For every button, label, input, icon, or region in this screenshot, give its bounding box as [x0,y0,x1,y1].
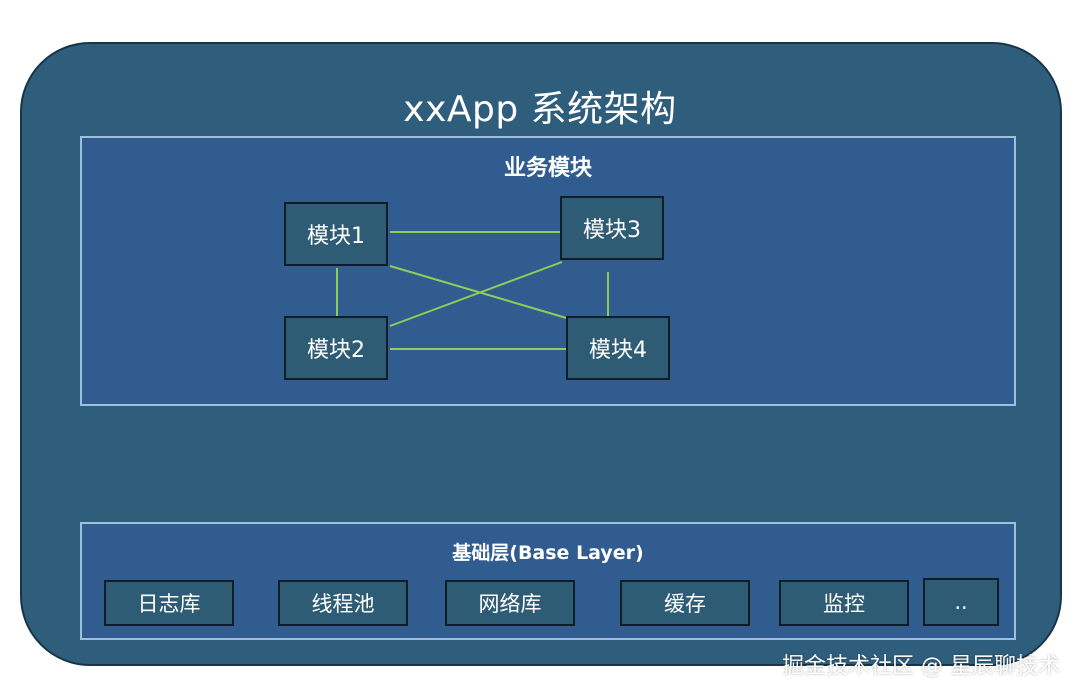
watermark-text: 掘金技术社区 @ 星辰聊技术 [782,654,1060,679]
base-item-logging[interactable]: 日志库 [104,580,234,626]
base-item-network[interactable]: 网络库 [445,580,575,626]
diagram-title: xxApp 系统架构 [403,89,677,130]
base-panel-title: 基础层(Base Layer) [452,542,644,564]
module-2[interactable]: 模块2 [284,316,388,380]
base-item-cache[interactable]: 缓存 [620,580,750,626]
base-item-monitor[interactable]: 监控 [779,580,909,626]
business-panel-title: 业务模块 [503,156,592,181]
base-item-more[interactable]: .. [923,578,999,626]
module-3[interactable]: 模块3 [560,196,664,260]
business-module-panel: 业务模块 [80,136,1016,406]
base-item-thread-pool[interactable]: 线程池 [278,580,408,626]
module-1[interactable]: 模块1 [284,202,388,266]
module-4[interactable]: 模块4 [566,316,670,380]
